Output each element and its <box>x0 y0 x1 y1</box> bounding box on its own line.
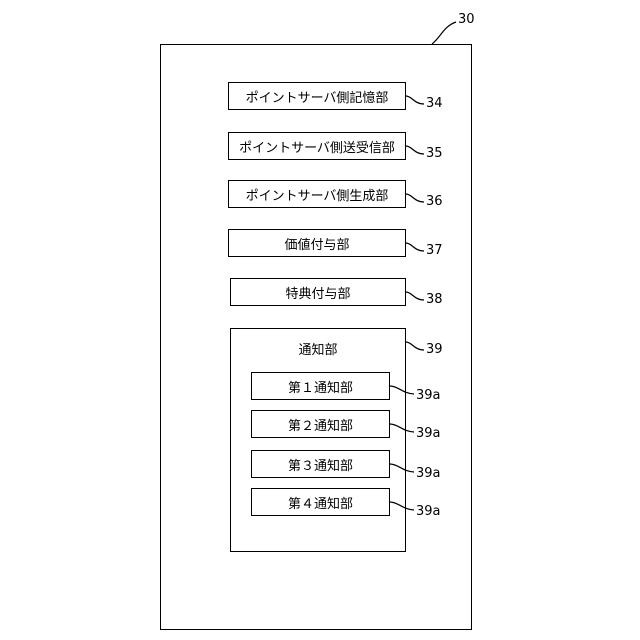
storage-unit-box: ポイントサーバ側記憶部 <box>228 82 406 110</box>
transceiver-unit-label: ポイントサーバ側送受信部 <box>239 137 395 156</box>
ref-label-39a-1: 39a <box>416 388 441 403</box>
storage-unit-label: ポイントサーバ側記憶部 <box>246 87 389 106</box>
notification-unit-label: 通知部 <box>231 339 405 358</box>
second-notification-unit-label: 第２通知部 <box>288 415 353 434</box>
first-notification-unit-box: 第１通知部 <box>251 372 390 400</box>
ref-label-39: 39 <box>426 342 443 357</box>
fourth-notification-unit-box: 第４通知部 <box>251 488 390 516</box>
notification-unit-box: 通知部 <box>230 328 406 552</box>
ref-label-37: 37 <box>426 243 443 258</box>
transceiver-unit-box: ポイントサーバ側送受信部 <box>228 132 406 160</box>
benefit-granting-unit-box: 特典付与部 <box>230 278 406 306</box>
leader-line-30 <box>432 22 456 44</box>
ref-label-35: 35 <box>426 146 443 161</box>
value-granting-unit-box: 価値付与部 <box>228 229 406 257</box>
first-notification-unit-label: 第１通知部 <box>288 377 353 396</box>
ref-label-39a-2: 39a <box>416 426 441 441</box>
fourth-notification-unit-label: 第４通知部 <box>288 493 353 512</box>
value-granting-unit-label: 価値付与部 <box>284 234 349 253</box>
ref-label-39a-3: 39a <box>416 466 441 481</box>
generation-unit-label: ポイントサーバ側生成部 <box>246 185 389 204</box>
third-notification-unit-label: 第３通知部 <box>288 455 353 474</box>
ref-label-36: 36 <box>426 194 443 209</box>
third-notification-unit-box: 第３通知部 <box>251 450 390 478</box>
ref-label-30: 30 <box>458 12 475 27</box>
ref-label-38: 38 <box>426 292 443 307</box>
ref-label-39a-4: 39a <box>416 504 441 519</box>
generation-unit-box: ポイントサーバ側生成部 <box>228 180 406 208</box>
benefit-granting-unit-label: 特典付与部 <box>285 283 350 302</box>
ref-label-34: 34 <box>426 96 443 111</box>
second-notification-unit-box: 第２通知部 <box>251 410 390 438</box>
